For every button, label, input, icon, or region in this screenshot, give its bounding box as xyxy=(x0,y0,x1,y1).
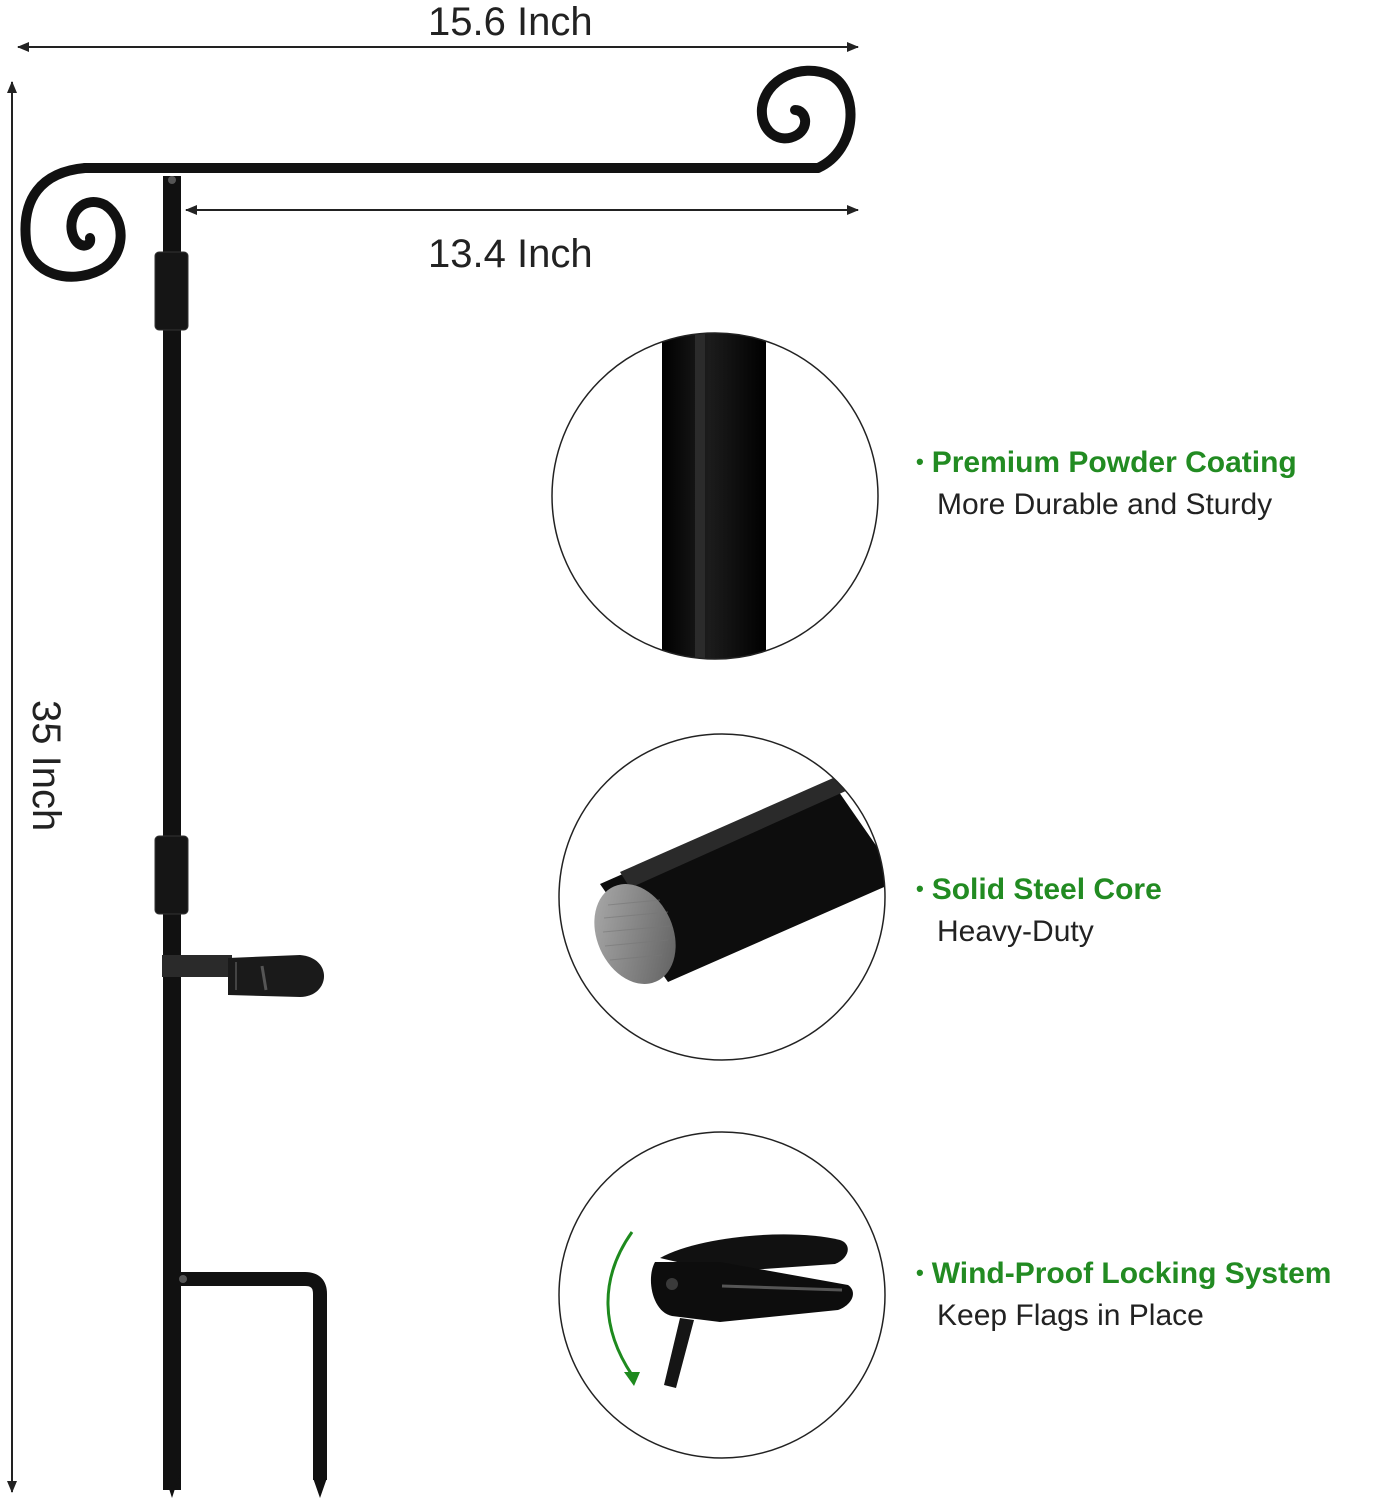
rotation-arrow xyxy=(606,1231,634,1376)
left-scroll xyxy=(20,163,126,282)
feature-subtitle: Heavy-Duty xyxy=(937,915,1094,948)
feature-locking-system: • Wind-Proof Locking System Keep Flags in… xyxy=(916,1257,1331,1333)
feature-powder-coating: • Premium Powder Coating More Durable and… xyxy=(916,446,1297,522)
feature-title: • Solid Steel Core xyxy=(916,873,1162,907)
detail-locking-system xyxy=(558,1131,886,1459)
feature-title-text: Premium Powder Coating xyxy=(931,446,1297,479)
feature-title-text: Solid Steel Core xyxy=(931,873,1162,906)
bullet-icon: • xyxy=(916,449,924,474)
feature-subtitle: More Durable and Sturdy xyxy=(937,488,1273,521)
feature-title-text: Wind-Proof Locking System xyxy=(931,1257,1332,1290)
detail-steel-core xyxy=(558,733,886,1061)
bullet-icon: • xyxy=(916,876,924,901)
bullet-icon: • xyxy=(916,1260,924,1285)
stand-pole xyxy=(154,176,189,1498)
feature-title: • Wind-Proof Locking System xyxy=(916,1257,1331,1291)
feature-title: • Premium Powder Coating xyxy=(916,446,1297,480)
right-scroll xyxy=(756,65,856,173)
pole-joint-middle xyxy=(154,835,189,915)
stand-top-bar xyxy=(20,65,856,282)
pole-joint-top xyxy=(154,251,189,331)
ground-stake xyxy=(178,1272,327,1480)
feature-subtitle: Keep Flags in Place xyxy=(937,1299,1204,1332)
width-dimension-label: 15.6 Inch xyxy=(428,0,593,44)
detail-powder-coating xyxy=(551,332,879,660)
inner-width-dimension-label: 13.4 Inch xyxy=(428,232,593,276)
feature-steel-core: • Solid Steel Core Heavy-Duty xyxy=(916,873,1162,949)
height-dimension-label: 35 Inch xyxy=(24,700,68,832)
pole-stopper-clip xyxy=(162,955,325,997)
steel-core-cross-section xyxy=(594,884,676,984)
